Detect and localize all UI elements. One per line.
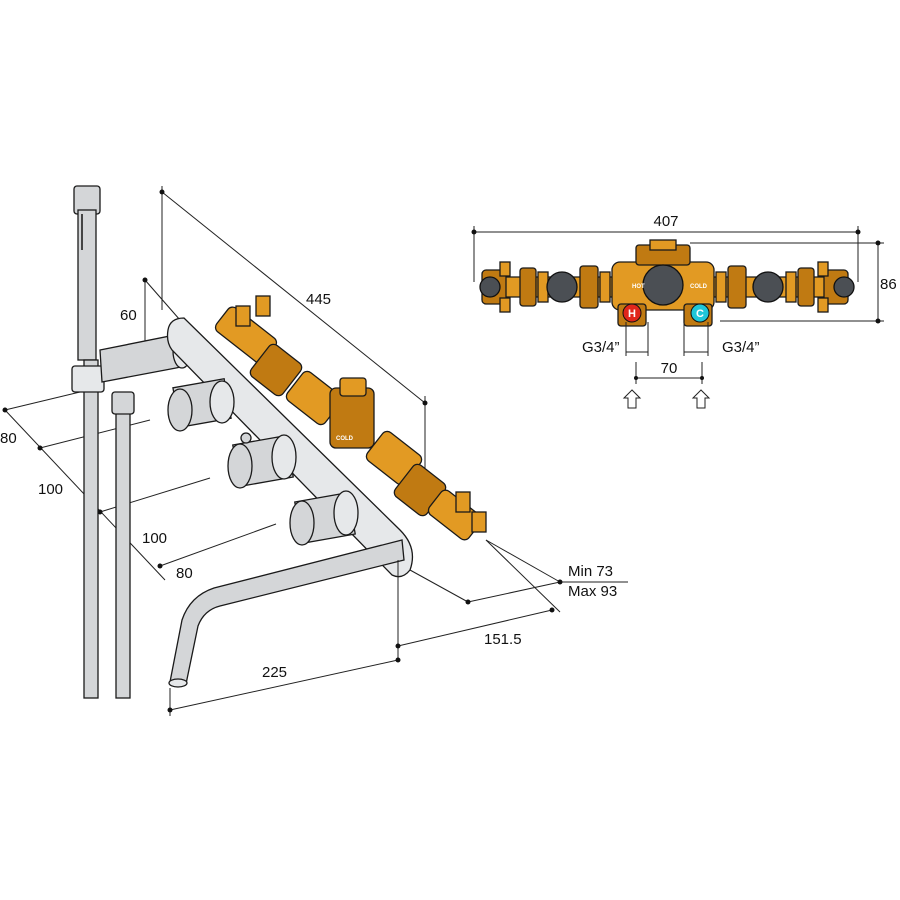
plate-length-label: 445: [306, 291, 331, 308]
coupling: [727, 265, 747, 309]
mount-tab: [817, 261, 829, 277]
spout-depth-extension: [485, 539, 561, 613]
hot-flow-arrow-icon: [622, 389, 642, 409]
spout-length-dimension-line: [169, 659, 399, 711]
handshower-offset-leader: [144, 279, 181, 321]
handshower-hose-right: [115, 399, 131, 699]
mount-tab: [455, 491, 471, 513]
mount-tab: [471, 511, 487, 533]
stop-valve-right: [752, 271, 784, 303]
spacing-a-label: 80: [0, 430, 17, 447]
dim-dot: [159, 189, 165, 195]
coupling-nut: [715, 271, 727, 303]
mount-tab: [817, 297, 829, 313]
handshower-hose-left: [83, 359, 99, 699]
knob-3-face: [333, 490, 359, 536]
dim-dot: [157, 563, 163, 569]
spout-length-label: 225: [262, 664, 287, 681]
cold-flow-arrow-icon: [691, 389, 711, 409]
depth-dimension-line: [467, 581, 561, 603]
cold-badge: [690, 303, 710, 323]
concealed-body: COLD: [214, 295, 487, 541]
dim-dot: [557, 579, 563, 585]
dim-dot: [465, 599, 471, 605]
depth-min-label: Min 73: [568, 563, 613, 580]
cold-badge-letter: C: [696, 308, 704, 320]
dim-dot: [142, 277, 148, 283]
dim-dot: [875, 318, 881, 324]
cold-thread-label: G3/4”: [722, 339, 760, 356]
stop-valve-left: [546, 271, 578, 303]
knob-2-back: [227, 443, 253, 489]
height-label: 86: [880, 276, 897, 293]
mount-tab: [499, 261, 511, 277]
dim-dot: [471, 229, 477, 235]
dim-dot: [700, 376, 704, 380]
spacing-extension: [4, 391, 81, 411]
spacing-b-label: 100: [38, 481, 63, 498]
depth-max-label: Max 93: [568, 583, 617, 600]
dim-dot: [395, 643, 401, 649]
mount-tab: [499, 297, 511, 313]
hot-side-label: HOT: [632, 284, 645, 290]
hot-badge-letter: H: [628, 308, 636, 320]
mount-tab: [235, 305, 251, 327]
hot-badge: [622, 303, 642, 323]
body-segment: [249, 343, 303, 397]
cold-side-label: COLD: [690, 284, 708, 290]
thermostat-cartridge-cap: [642, 264, 684, 306]
hose-connector: [111, 391, 135, 415]
coupling: [579, 265, 599, 309]
coupling: [797, 267, 815, 307]
spacing-extension: [159, 523, 277, 567]
spout-depth-dimension-line: [397, 609, 553, 647]
spacing-c-label: 100: [142, 530, 167, 547]
dim-dot: [422, 400, 428, 406]
dim-dot: [167, 707, 173, 713]
rough-in-valve-view: 407 86 HOT COLD H C: [471, 213, 897, 409]
coupling: [519, 267, 537, 307]
handshower-offset-label: 60: [120, 307, 137, 324]
inlet-spacing-label: 70: [661, 360, 678, 377]
knob-1-back: [167, 388, 193, 432]
hot-thread-label: G3/4”: [582, 339, 620, 356]
thermostat-top-nut: [649, 239, 677, 251]
mount-tab: [255, 295, 271, 317]
plate-length-dimension-line: [161, 191, 426, 404]
end-cap-right: [833, 276, 855, 298]
handshower-handle: [77, 209, 97, 361]
body-cold-label: COLD: [336, 436, 354, 442]
thermostat-top: [339, 377, 367, 397]
overall-length-label: 407: [653, 213, 678, 230]
depth-extension: [485, 539, 561, 583]
knob-1-face: [209, 380, 235, 424]
control-knobs: [167, 378, 359, 546]
dim-dot: [97, 509, 103, 515]
installed-mixer-view: 445 60 80 100 100 80: [0, 185, 628, 716]
coupling-nut: [785, 271, 797, 303]
knob-3-back: [289, 500, 315, 546]
end-cap-left: [479, 276, 501, 298]
knob-2-face: [271, 434, 297, 480]
dim-dot: [549, 607, 555, 613]
dim-dot: [875, 240, 881, 246]
depth-extension: [409, 569, 469, 603]
handshower-holder: [71, 365, 105, 393]
safety-button[interactable]: [240, 432, 252, 444]
dim-dot: [855, 229, 861, 235]
bath-spout: [169, 539, 405, 685]
spacing-d-label: 80: [176, 565, 193, 582]
spout-outlet: [168, 678, 188, 688]
dim-dot: [37, 445, 43, 451]
coupling-nut: [599, 271, 611, 303]
spout-depth-label: 151.5: [484, 631, 522, 648]
dim-dot: [634, 376, 638, 380]
dim-dot: [2, 407, 8, 413]
dim-dot: [395, 657, 401, 663]
